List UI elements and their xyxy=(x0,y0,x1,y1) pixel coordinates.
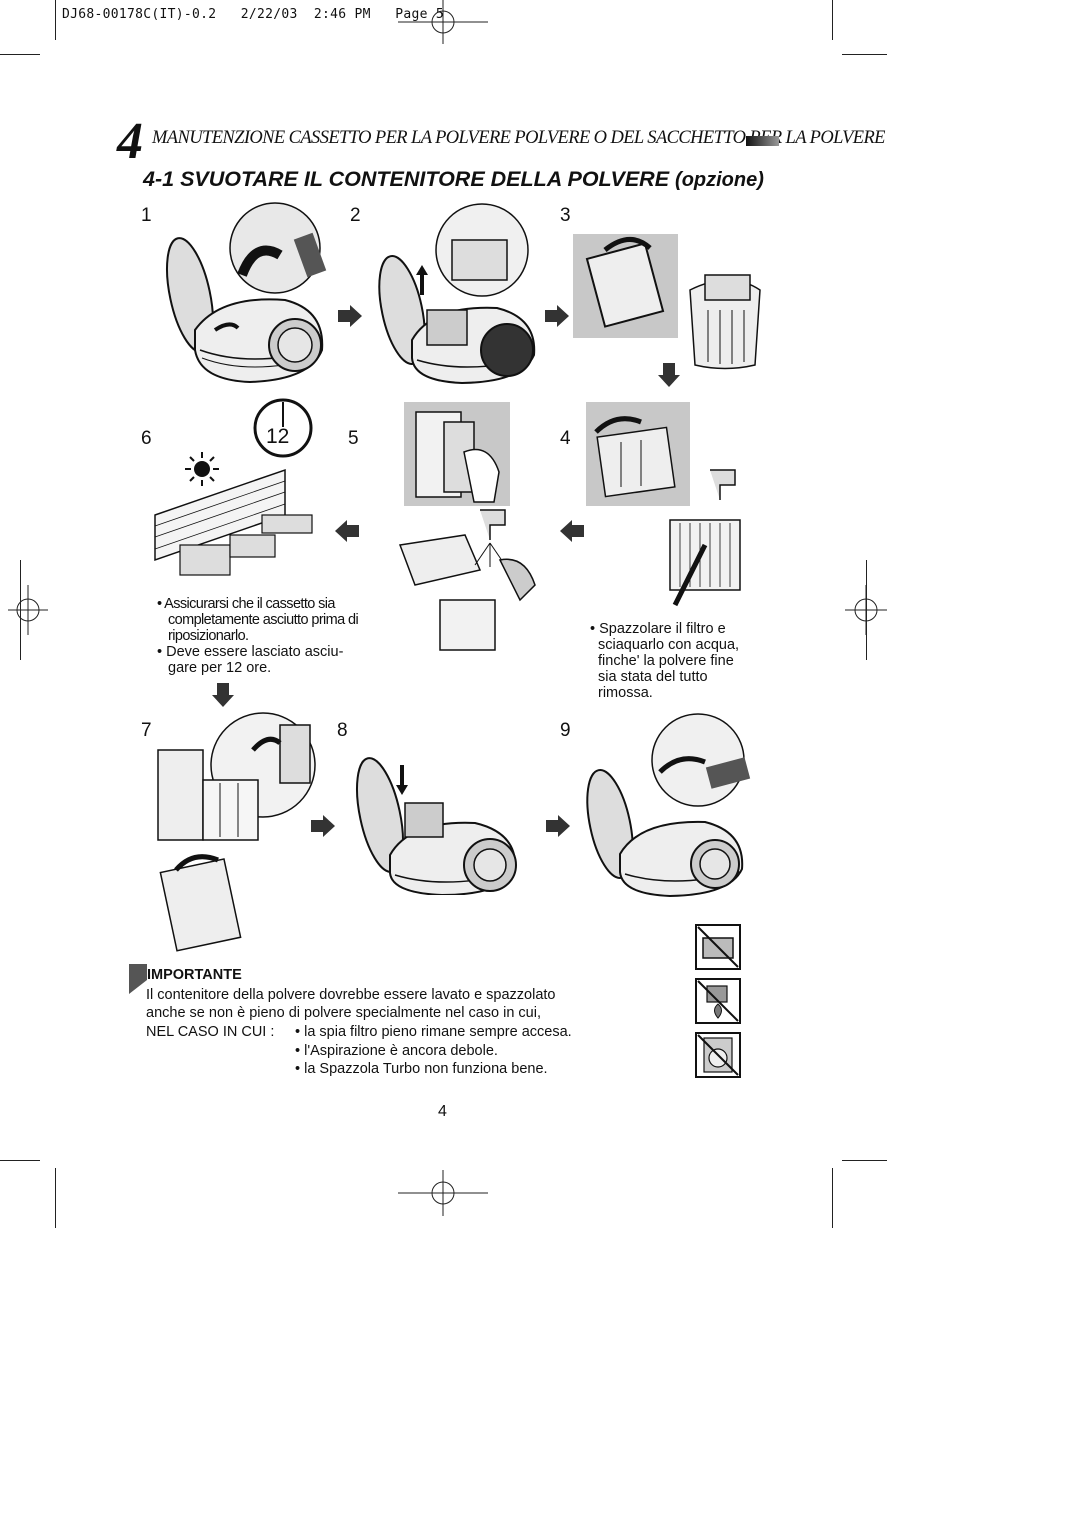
chapter-title: MANUTENZIONE CASSETTO PER LA POLVERE POL… xyxy=(152,128,885,148)
bullet: • xyxy=(157,596,162,612)
note-text: finche' la polvere fine xyxy=(598,653,734,669)
registration-mark-left xyxy=(8,585,48,635)
important-item: • la spia filtro pieno rimane sempre acc… xyxy=(295,1024,572,1040)
empty-bin-illustration xyxy=(585,237,761,370)
important-item: • l'Aspirazione è ancora debole. xyxy=(295,1043,498,1059)
arrow-left-icon xyxy=(560,520,584,542)
important-marker-icon xyxy=(129,964,147,994)
note-text: gare per 12 ore. xyxy=(168,660,272,676)
arrow-left-icon xyxy=(335,520,359,542)
important-item: • la Spazzola Turbo non funziona bene. xyxy=(295,1061,548,1077)
step-number-7: 7 xyxy=(141,720,152,741)
section-title: 4-1 SVUOTARE IL CONTENITORE DELLA POLVER… xyxy=(143,167,764,192)
step-number-6: 6 xyxy=(141,428,152,449)
print-header: DJ68-00178C(IT)-0.2 2/22/03 2:46 PM Page… xyxy=(62,7,444,22)
step-number-1: 1 xyxy=(141,205,152,226)
step-number-3: 3 xyxy=(560,205,571,226)
brushing-note: • Spazzolare il filtro e sciaquarlo con … xyxy=(590,621,790,701)
open-bin-illustration xyxy=(594,416,676,498)
crop-mark xyxy=(55,1168,56,1228)
note-text: sia stata del tutto xyxy=(598,669,708,685)
note-text: sciaquarlo con acqua, xyxy=(598,637,740,653)
step-number-5: 5 xyxy=(348,428,359,449)
separate-bin-illustration xyxy=(415,411,500,503)
no-microwave-icon xyxy=(695,924,741,970)
step-number-2: 2 xyxy=(350,205,361,226)
wash-bin-illustration xyxy=(398,509,536,651)
section-option: (opzione) xyxy=(675,169,764,191)
drying-note: • Assicurarsi che il cassetto sia comple… xyxy=(157,596,397,676)
section-number: 4-1 xyxy=(143,167,175,191)
arrow-right-icon xyxy=(338,305,362,327)
bullet: • xyxy=(295,1043,301,1059)
chapter-number: 4 xyxy=(117,113,143,170)
reassemble-bin-illustration xyxy=(157,712,316,952)
note-text: rimossa. xyxy=(598,685,653,701)
crop-mark xyxy=(55,0,56,40)
crop-mark xyxy=(842,54,887,55)
no-washing-machine-icon xyxy=(695,1032,741,1078)
important-line: anche se non è pieno di polvere specialm… xyxy=(146,1005,541,1021)
arrow-down-icon xyxy=(212,683,234,707)
vacuum-open-lid-illustration xyxy=(166,202,327,384)
brush-filter-illustration xyxy=(669,469,741,607)
section-name: SVUOTARE IL CONTENITORE DELLA POLVERE xyxy=(180,167,670,191)
note-text: Deve essere lasciato asciu- xyxy=(166,644,344,660)
note-text: completamente asciutto prima di xyxy=(168,612,359,628)
clock-hours: 12 xyxy=(266,425,290,448)
crop-mark xyxy=(832,1168,833,1228)
bullet: • xyxy=(295,1024,301,1040)
drying-wall-illustration xyxy=(154,468,313,576)
important-line: Il contenitore della polvere dovrebbe es… xyxy=(146,987,556,1003)
step-number-8: 8 xyxy=(337,720,348,741)
registration-mark-top xyxy=(398,0,488,44)
bullet: • xyxy=(295,1061,301,1077)
arrow-down-icon xyxy=(658,363,680,387)
arrow-right-icon xyxy=(311,815,335,837)
important-item-text: la Spazzola Turbo non funziona bene. xyxy=(304,1061,548,1077)
page-number: 4 xyxy=(438,1103,447,1120)
close-lid-illustration xyxy=(586,713,751,897)
bullet: • xyxy=(157,644,163,660)
chapter-title-bar xyxy=(746,136,779,146)
step-number-4: 4 xyxy=(560,428,571,449)
clock-icon xyxy=(253,398,313,458)
note-text: riposizionarlo. xyxy=(168,628,249,644)
crop-mark xyxy=(832,0,833,40)
important-heading: IMPORTANTE xyxy=(147,967,242,983)
arrow-right-icon xyxy=(545,305,569,327)
arrow-right-icon xyxy=(546,815,570,837)
note-text: Spazzolare il filtro e xyxy=(599,621,726,637)
important-item-text: la spia filtro pieno rimane sempre acces… xyxy=(304,1024,572,1040)
crop-mark xyxy=(0,1160,40,1161)
insert-bin-illustration xyxy=(356,757,517,895)
registration-mark-bottom xyxy=(398,1170,488,1216)
important-item-text: l'Aspirazione è ancora debole. xyxy=(304,1043,498,1059)
vacuum-remove-bin-illustration xyxy=(378,203,536,385)
step-number-9: 9 xyxy=(560,720,571,741)
important-case-label: NEL CASO IN CUI : xyxy=(146,1024,275,1040)
sun-icon xyxy=(185,452,219,486)
no-dryer-heat-icon xyxy=(695,978,741,1024)
note-text: Assicurarsi che il cassetto sia xyxy=(164,596,335,612)
crop-mark xyxy=(0,54,40,55)
registration-mark-right xyxy=(845,585,887,635)
crop-mark xyxy=(842,1160,887,1161)
bullet: • xyxy=(590,621,596,637)
